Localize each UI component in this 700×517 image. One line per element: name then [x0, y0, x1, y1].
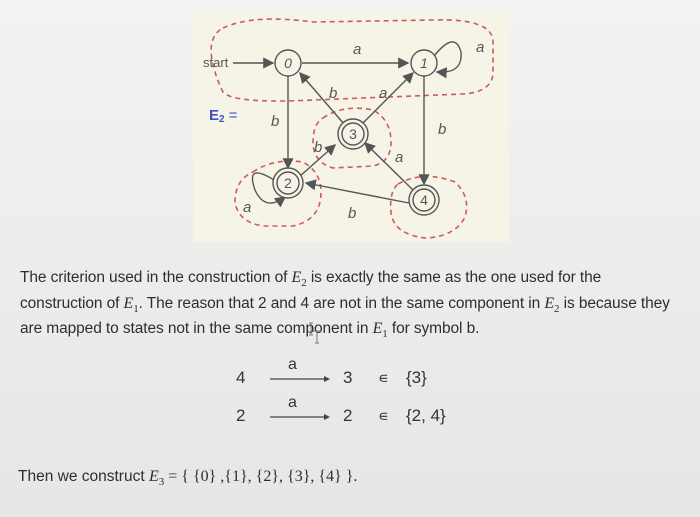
state-1: [410, 49, 438, 77]
state-2: [272, 167, 304, 199]
conclusion-text: Then we construct: [18, 468, 149, 485]
state-1-label: 1: [420, 55, 428, 71]
para-text-3: . The reason that 2 and 4 are not in the…: [138, 294, 545, 312]
component-4: [389, 175, 468, 239]
para-text-2: is exactly the same as the one used for …: [20, 269, 602, 312]
transition-table: 4 a 3 ∊ {3} 2 a 2 ∊ {2, 4}: [230, 356, 470, 442]
state-4-label: 4: [420, 192, 428, 208]
para-text-5: for symbol b.: [387, 320, 480, 338]
edges: [233, 41, 462, 208]
edge-2-3: [298, 144, 337, 178]
component-3: [312, 107, 392, 169]
state-0-label: 0: [284, 55, 292, 71]
edge-2-2: [251, 172, 287, 208]
math-e3: E3: [148, 468, 165, 489]
component-0-1: [210, 18, 494, 102]
label-1-4: b: [438, 121, 446, 138]
label-1-1: a: [476, 39, 484, 56]
transition-row: 2 a 2 ∊ {2, 4}: [230, 394, 470, 430]
conclusion-line: Then we construct E3 = { {0} ,{1}, {2}, …: [18, 468, 357, 488]
transition-row: 4 a 3 ∊ {3}: [230, 356, 470, 392]
state-2-label: 2: [284, 175, 292, 191]
arrow-icon: [270, 414, 330, 420]
math-e2: E2: [291, 269, 307, 290]
edge-1-1: [433, 41, 462, 79]
partition-components: [210, 18, 494, 239]
label-0-1: a: [353, 41, 361, 58]
e2-title: E2 =: [209, 107, 238, 125]
node-labels: 0 1 2 3 4: [284, 55, 428, 208]
transition-symbol: a: [288, 394, 297, 411]
edge-4-2: [304, 179, 410, 204]
state-4: [408, 184, 440, 216]
state-3-label: 3: [349, 126, 357, 142]
edge-labels: start a a b b a b b a b a: [203, 39, 484, 222]
edge-4-3: [363, 142, 414, 191]
para-text-4: is because they are mapped to states not…: [20, 294, 670, 338]
text-cursor-icon: [309, 322, 321, 344]
label-2-2: a: [243, 199, 251, 216]
label-3-1: a: [379, 85, 387, 102]
edge-3-1: [361, 72, 414, 125]
start-label: start: [203, 55, 229, 70]
edge-3-0: [299, 71, 345, 125]
state-0: [274, 49, 302, 77]
label-4-3: a: [395, 149, 403, 166]
para-text-1: The criterion used in the construction o…: [20, 269, 292, 286]
state-3: [337, 118, 369, 150]
element-of-symbol: ∊: [378, 370, 389, 387]
transition-target: 2: [343, 406, 353, 425]
math-e1: E1: [372, 320, 388, 341]
dfa-graph: 0 1 2 3 4 start a a b b a b b a b a E2 =: [203, 18, 494, 239]
component-2: [234, 160, 322, 227]
transition-target: 3: [343, 368, 353, 387]
math-e1: E1: [123, 294, 139, 315]
transition-source: 2: [236, 406, 246, 425]
explanation-paragraph: The criterion used in the construction o…: [20, 268, 680, 345]
e3-set-expression: = { {0} ,{1}, {2}, {3}, {4} }.: [164, 468, 358, 485]
target-component: {3}: [406, 368, 427, 387]
transition-source: 4: [236, 368, 246, 387]
math-e2: E2: [544, 294, 560, 315]
target-component: {2, 4}: [406, 406, 446, 425]
diagram-title: E2 =: [209, 107, 238, 125]
element-of-symbol: ∊: [378, 408, 389, 425]
label-4-2: b: [348, 205, 356, 222]
label-2-3: b: [314, 139, 322, 156]
nodes: [272, 49, 440, 216]
transition-symbol: a: [288, 356, 297, 373]
label-0-2: b: [271, 113, 279, 130]
label-3-0: b: [329, 85, 337, 102]
arrow-icon: [270, 376, 330, 382]
dfa-diagram: 0 1 2 3 4 start a a b b a b b a b a E2 =: [193, 12, 509, 242]
